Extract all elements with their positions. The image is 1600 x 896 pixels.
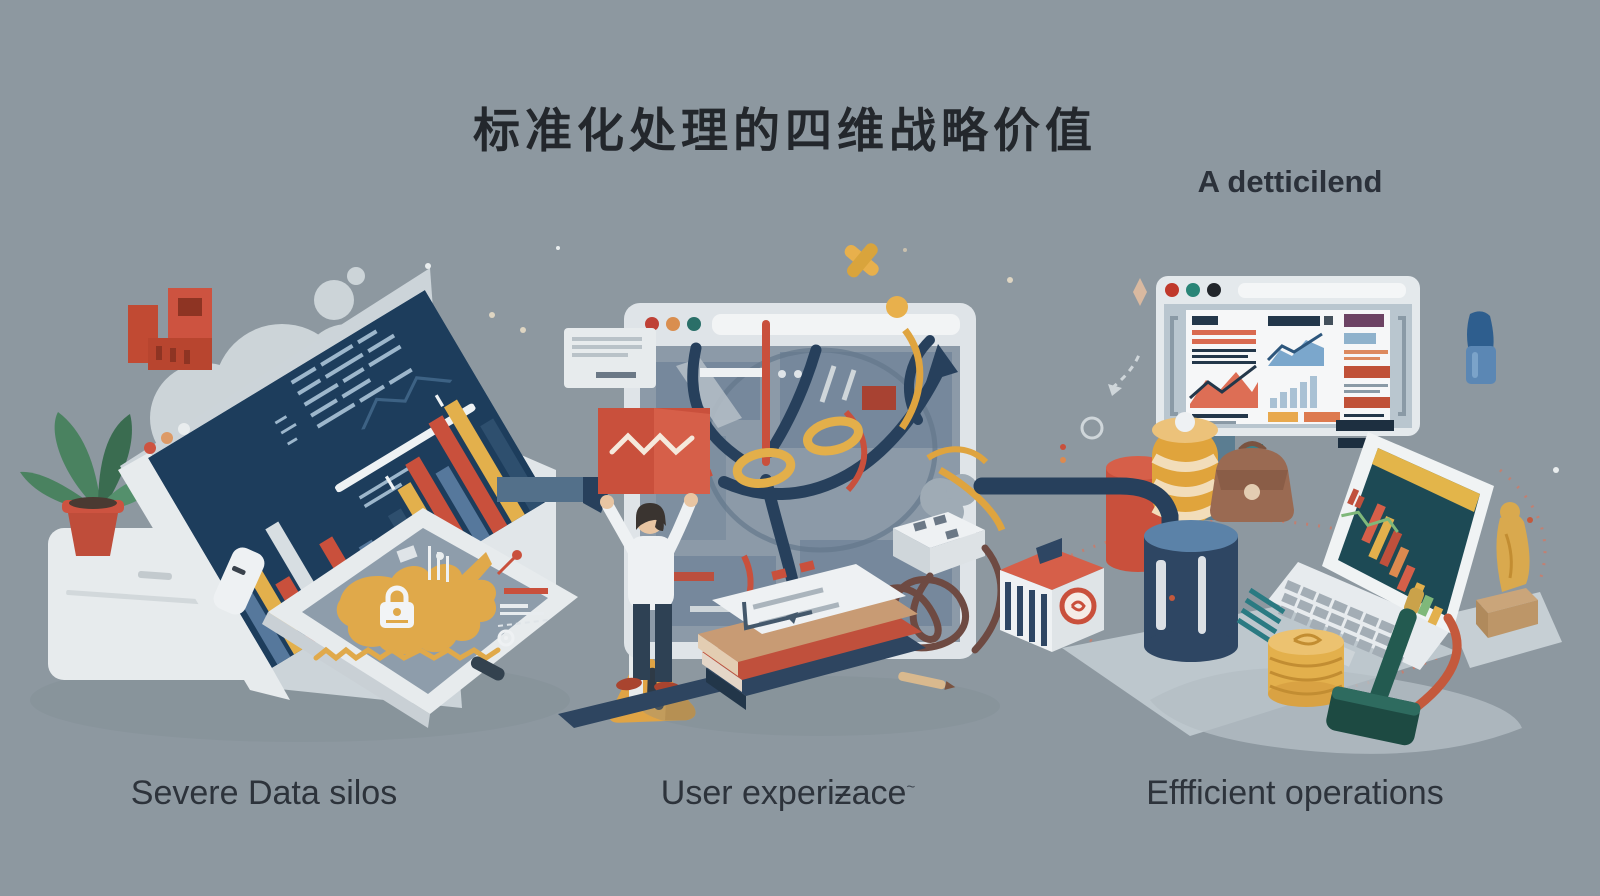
caption-right-text: Effficient operations bbox=[1146, 774, 1444, 812]
pencil-icon bbox=[898, 671, 956, 690]
center-scene bbox=[489, 243, 1013, 736]
pipe-connector bbox=[973, 477, 1179, 557]
leather-bag-icon bbox=[1210, 441, 1294, 522]
tablet-map-lock bbox=[262, 508, 578, 728]
window-traffic-dots bbox=[645, 317, 701, 331]
yellow-rings bbox=[732, 416, 863, 488]
shop-box-icon bbox=[1000, 538, 1104, 652]
trophy-icon bbox=[1476, 502, 1538, 638]
dashed-sketch-arrow bbox=[1080, 351, 1142, 440]
caption-center: User experiƶace~ bbox=[660, 774, 915, 813]
address-bar bbox=[712, 314, 960, 335]
red-folder-chart bbox=[598, 408, 710, 494]
map-duck-icon bbox=[336, 552, 497, 655]
gavel-icon bbox=[1326, 587, 1462, 746]
caption-left-text: Severe Data silos bbox=[130, 774, 398, 812]
lock-icon bbox=[380, 585, 414, 628]
book-stack bbox=[558, 560, 926, 728]
left-scene bbox=[20, 246, 696, 742]
coin-stack-icon bbox=[1268, 629, 1344, 707]
monitor-traffic-dots bbox=[1165, 283, 1221, 297]
blue-bottle-icon bbox=[1466, 311, 1496, 384]
sparkle-x-icon bbox=[844, 243, 908, 318]
database-cylinder bbox=[1144, 520, 1238, 662]
note-card-icon bbox=[564, 328, 656, 388]
caption-center-superscript: ~ bbox=[906, 778, 915, 796]
teal-ribbon bbox=[1236, 587, 1286, 645]
phone bbox=[213, 547, 265, 615]
calculator-device bbox=[893, 512, 985, 576]
frame-dots bbox=[144, 423, 190, 454]
page-title: 标准化处理的四维战略价值 bbox=[473, 104, 1097, 157]
person-raising-arms bbox=[600, 493, 698, 695]
caption-right: Effficient operations bbox=[1146, 774, 1443, 813]
caption-center-text: User experiƶace bbox=[660, 774, 907, 812]
caption-left: Severe Data silos bbox=[131, 774, 397, 813]
dashboard-monitor bbox=[1156, 276, 1420, 436]
right-scene bbox=[973, 276, 1562, 754]
top-right-label: A detticilend bbox=[1197, 164, 1383, 199]
red-building-icon bbox=[128, 288, 212, 370]
